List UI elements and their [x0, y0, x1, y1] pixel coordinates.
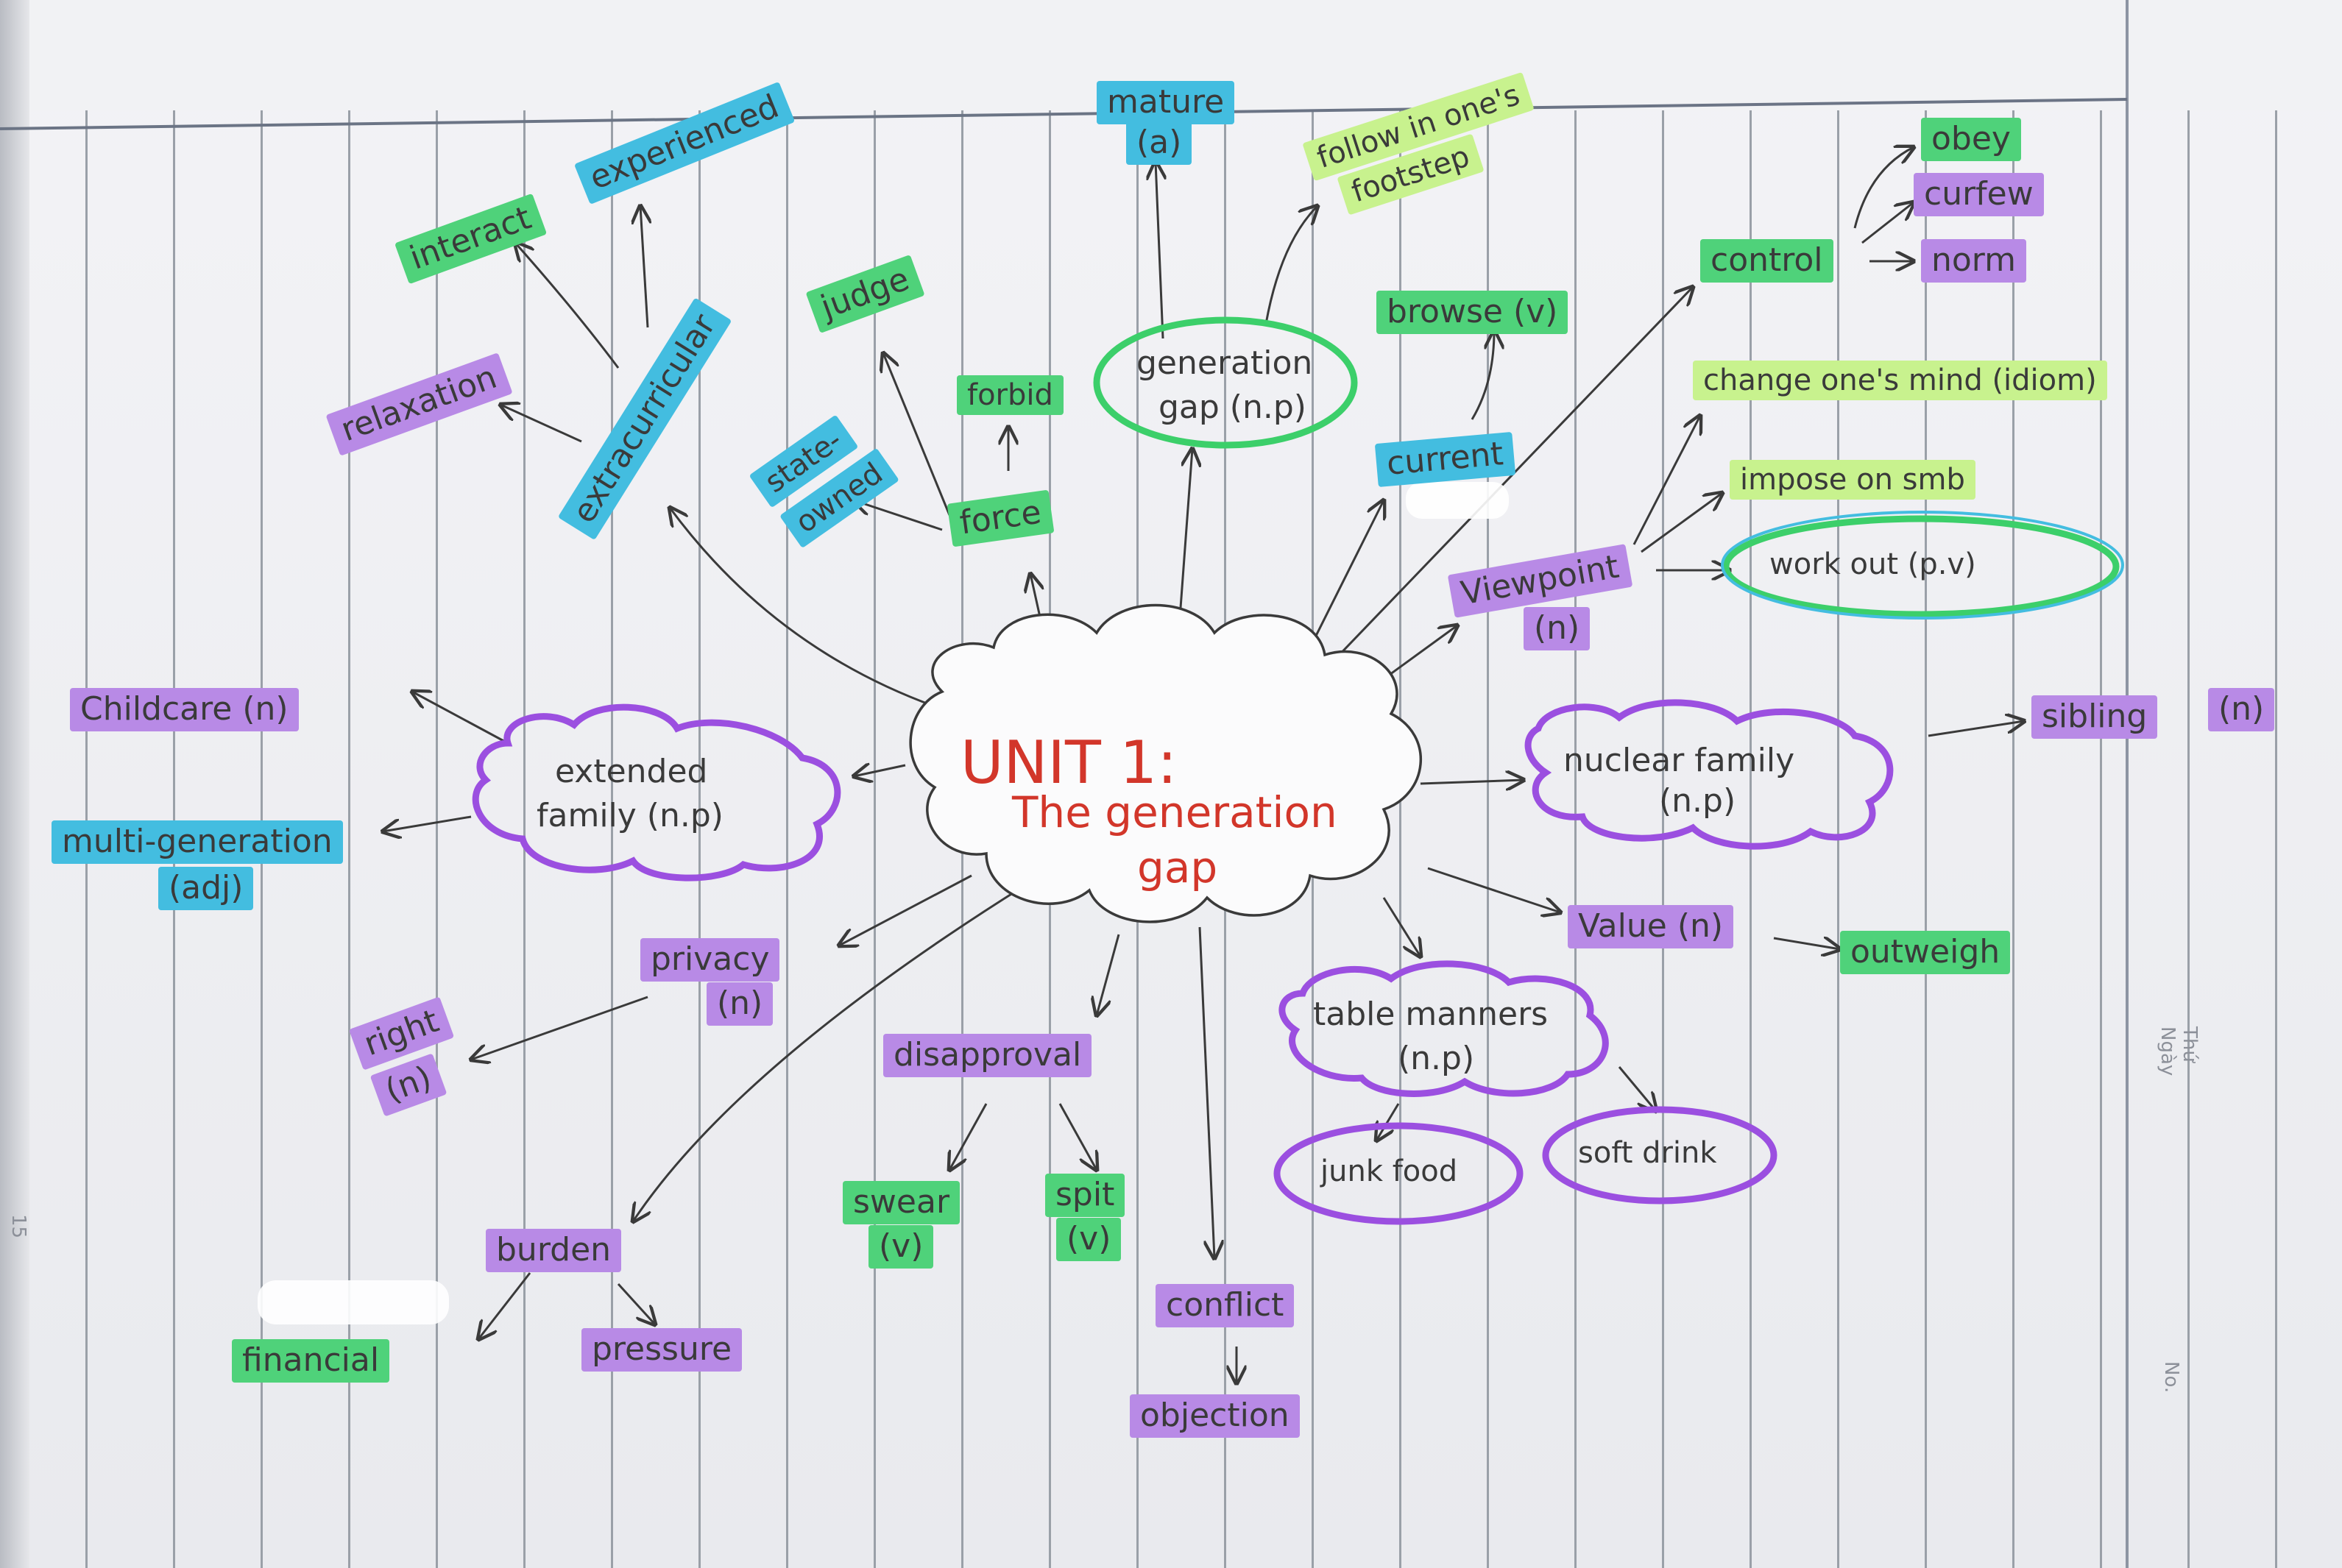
header-line	[0, 98, 2128, 130]
margin-no: No.	[2160, 1361, 2182, 1394]
arrow-center-disapproval	[1097, 934, 1120, 1015]
node-generation-gap: generation	[1136, 344, 1313, 382]
node-impose: impose on smb	[1730, 460, 1975, 500]
arrow-center-conflict	[1198, 926, 1214, 1258]
arrow-extended-multigen	[383, 815, 472, 831]
center-cloud	[909, 603, 1423, 923]
node-browse: browse (v)	[1376, 291, 1568, 334]
work-out-oval	[1722, 515, 2120, 618]
arrow-disapproval-swear	[949, 1103, 988, 1170]
arrow-burden-financial	[478, 1272, 531, 1339]
node-mature-pos: (a)	[1126, 121, 1192, 165]
arrow-table-junk	[1376, 1103, 1400, 1140]
arrow-gengap-follow	[1264, 206, 1317, 324]
arrow-current-browse	[1471, 331, 1494, 420]
node-soft-drink: soft drink	[1578, 1136, 1717, 1170]
arrow-table-soft	[1618, 1066, 1656, 1111]
table-manners-cloud	[1278, 960, 1609, 1097]
node-childcare: Childcare (n)	[70, 688, 299, 731]
node-value: Value (n)	[1568, 905, 1734, 948]
arrow-extra-interact	[515, 243, 620, 369]
node-pressure: pressure	[581, 1328, 743, 1372]
node-extended-family: extended	[555, 753, 708, 790]
node-swear: swear	[843, 1181, 960, 1224]
soft-drink-oval	[1542, 1106, 1777, 1205]
nuclear-family-cloud	[1524, 699, 1894, 850]
center-title-line2: The generation	[1012, 787, 1337, 837]
center-title-line3: gap	[1137, 842, 1218, 893]
margin-thu: Thứ	[2179, 1026, 2201, 1063]
arrow-center-extended	[854, 765, 906, 776]
node-spit-pos: (v)	[1056, 1218, 1122, 1261]
junk-food-oval	[1273, 1122, 1524, 1225]
arrow-nuclear-sibling	[1928, 721, 2024, 737]
arrow-viewpoint-change	[1632, 416, 1700, 545]
arrow-value-outweigh	[1773, 938, 1840, 949]
arrow-extended-childcare	[412, 692, 509, 745]
node-privacy: privacy	[640, 938, 780, 982]
arrow-control-curfew	[1861, 202, 1914, 244]
arrow-center-burden	[633, 885, 1024, 1221]
arrow-center-privacy	[839, 874, 972, 946]
node-nuclear-family-pos: (n.p)	[1659, 782, 1736, 820]
arrow-burden-pressure	[617, 1283, 655, 1324]
node-change-mind: change one's mind (idiom)	[1693, 361, 2107, 400]
node-extended-family-2: family (n.p)	[537, 797, 724, 834]
node-mature: mature	[1097, 81, 1235, 124]
node-control: control	[1700, 239, 1833, 283]
node-generation-gap-2: gap (n.p)	[1158, 389, 1306, 426]
arrow-privacy-right	[471, 996, 648, 1060]
correction-blob-2	[1406, 482, 1509, 519]
node-viewpoint-pos: (n)	[1524, 607, 1591, 650]
node-disapproval: disapproval	[883, 1034, 1092, 1077]
center-title-line1: UNIT 1:	[960, 728, 1178, 797]
node-multi-generation-pos: (adj)	[158, 867, 254, 910]
node-nuclear-family: nuclear family	[1563, 742, 1795, 779]
node-curfew: curfew	[1914, 173, 2044, 216]
node-norm: norm	[1921, 239, 2026, 283]
node-conflict: conflict	[1156, 1284, 1295, 1327]
arrow-center-extra	[670, 508, 935, 708]
correction-blob	[258, 1280, 449, 1324]
margin-page: 15	[7, 1214, 29, 1239]
node-sibling-pos: (n)	[2208, 688, 2275, 731]
node-multi-generation: multi-generation	[52, 820, 343, 864]
node-obey: obey	[1921, 118, 2021, 161]
node-table-manners: table manners	[1313, 996, 1549, 1033]
margin-ngay: Ngày	[2157, 1026, 2179, 1076]
notebook-binding-edge	[0, 0, 29, 1568]
arrow-force-state	[854, 500, 943, 531]
arrow-viewpoint-impose	[1641, 493, 1722, 553]
node-work-out: work out (p.v)	[1769, 547, 1976, 581]
node-spit: spit	[1045, 1174, 1125, 1217]
arrow-center-table	[1382, 897, 1421, 957]
arrow-disapproval-spit	[1058, 1103, 1097, 1170]
node-junk-food: junk food	[1320, 1154, 1458, 1188]
node-financial: financial	[232, 1339, 390, 1383]
node-forbid: forbid	[957, 375, 1064, 415]
arrow-extra-experienced	[640, 206, 648, 328]
node-table-manners-pos: (n.p)	[1398, 1040, 1475, 1077]
arrow-center-value	[1427, 867, 1560, 912]
arrow-force-judge	[883, 353, 951, 516]
node-outweigh: outweigh	[1840, 931, 2011, 974]
node-privacy-pos: (n)	[707, 982, 774, 1026]
connectors	[383, 147, 2024, 1383]
arrow-extra-relax	[500, 405, 582, 443]
node-sibling: sibling	[2031, 695, 2158, 739]
arrow-gengap-mature	[1156, 162, 1163, 339]
node-burden: burden	[486, 1229, 622, 1272]
arrow-control-obey	[1853, 147, 1914, 229]
node-swear-pos: (v)	[868, 1225, 934, 1269]
generation-gap-oval	[1093, 316, 1358, 449]
work-out-oval-outer	[1721, 511, 2124, 620]
extended-family-cloud	[472, 703, 841, 881]
arrow-center-nuclear	[1420, 780, 1524, 784]
node-objection: objection	[1130, 1394, 1300, 1438]
